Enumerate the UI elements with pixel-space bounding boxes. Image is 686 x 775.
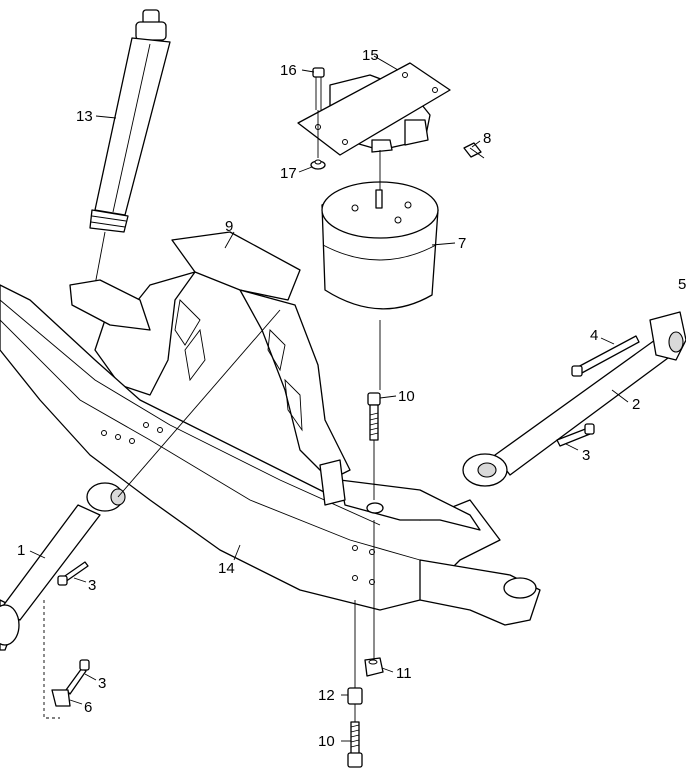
callout-1: 1 bbox=[17, 542, 25, 559]
bolt-4 bbox=[571, 335, 640, 377]
callout-3-lower: 3 bbox=[98, 675, 106, 692]
nut-17 bbox=[310, 159, 326, 170]
callout-9: 9 bbox=[225, 218, 233, 235]
clip-8 bbox=[463, 142, 485, 159]
callout-10-lower: 10 bbox=[318, 733, 335, 750]
bolt-10-upper bbox=[367, 392, 381, 441]
spring-seat bbox=[319, 459, 481, 531]
shock-absorber bbox=[89, 9, 171, 286]
callout-6: 6 bbox=[84, 699, 92, 716]
callout-3-left: 3 bbox=[88, 577, 96, 594]
bolt-3-lower bbox=[65, 659, 90, 695]
torque-rod-2 bbox=[462, 311, 686, 487]
callout-17: 17 bbox=[280, 165, 297, 182]
callout-5: 5 bbox=[678, 276, 686, 293]
callout-10-upper: 10 bbox=[398, 388, 415, 405]
callout-13: 13 bbox=[76, 108, 93, 125]
callout-11: 11 bbox=[396, 665, 412, 682]
callout-15: 15 bbox=[362, 47, 379, 64]
axle-bracket bbox=[69, 231, 351, 481]
callout-7: 7 bbox=[458, 235, 466, 252]
callout-16: 16 bbox=[280, 62, 297, 79]
spacer-12 bbox=[347, 687, 363, 705]
callout-12: 12 bbox=[318, 687, 335, 704]
bolt-10-lower bbox=[347, 721, 363, 768]
torque-rod-1 bbox=[0, 482, 126, 646]
callout-8: 8 bbox=[483, 130, 491, 147]
callout-3-right: 3 bbox=[582, 447, 590, 464]
bolt-3-left bbox=[57, 561, 89, 586]
upper-mount-plate bbox=[297, 62, 451, 156]
callout-2: 2 bbox=[632, 396, 640, 413]
air-spring bbox=[321, 181, 439, 310]
clip-6 bbox=[51, 689, 71, 707]
bolt-16 bbox=[312, 67, 325, 110]
callout-4: 4 bbox=[590, 327, 598, 344]
callout-14: 14 bbox=[218, 560, 235, 577]
bolt-3-right bbox=[556, 423, 595, 447]
nut-11 bbox=[364, 657, 384, 677]
